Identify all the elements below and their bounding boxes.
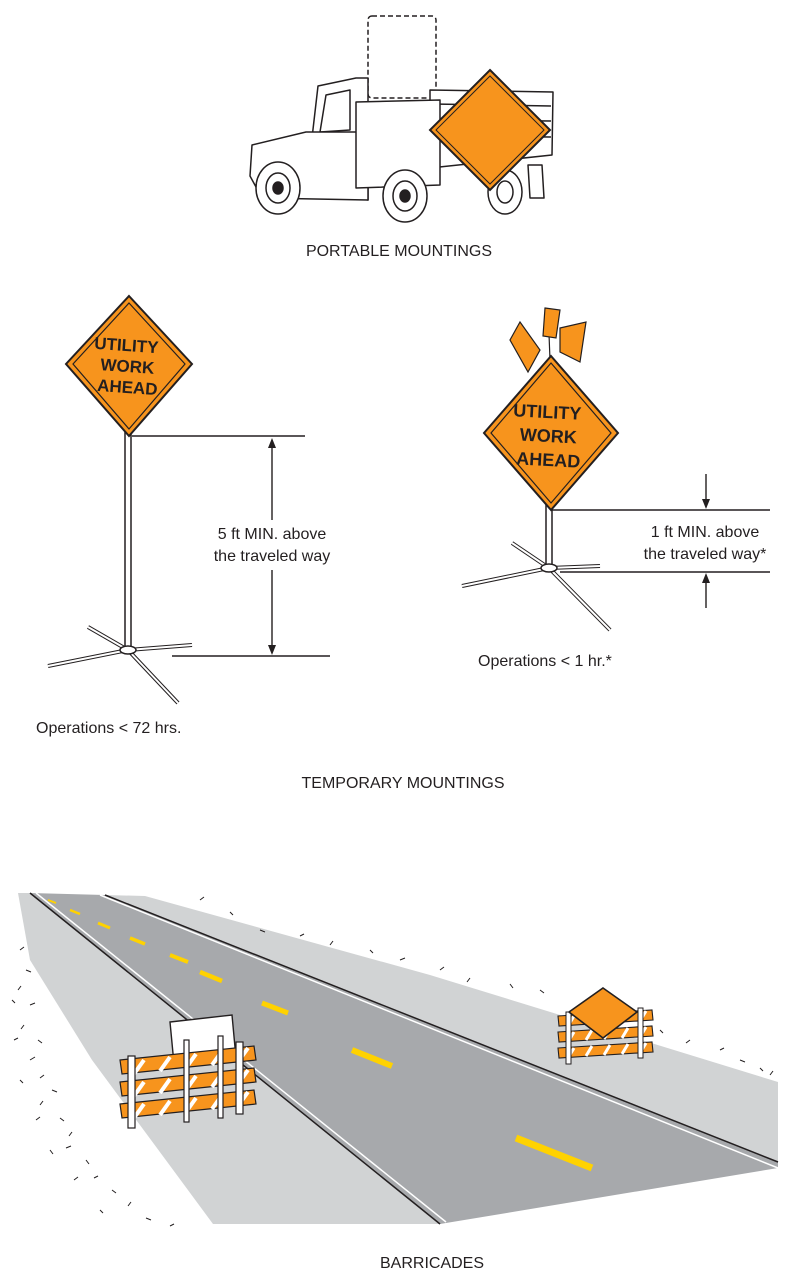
barricade-with-sign-icon [557, 987, 654, 1065]
right-operations-label: Operations < 1 hr.* [478, 653, 612, 670]
right-sign-line3: AHEAD [516, 448, 581, 471]
temporary-caption: TEMPORARY MOUNTINGS [302, 775, 505, 792]
flag-icon [509, 307, 587, 374]
left-height-dimension [132, 435, 330, 657]
left-sign-line3: AHEAD [97, 376, 159, 399]
left-diamond-sign: UTILITY WORK AHEAD [64, 294, 194, 438]
right-height-dimension [552, 474, 770, 608]
right-sign-stand [461, 499, 612, 632]
right-height-label-line1: 1 ft MIN. above [651, 524, 760, 541]
left-height-label-line2: the traveled way [214, 548, 331, 565]
left-sign-stand [47, 429, 193, 705]
barricades-caption: BARRICADES [380, 1255, 484, 1272]
barricade-icon [119, 1014, 257, 1129]
portable-caption: PORTABLE MOUNTINGS [306, 243, 492, 260]
left-sign-line2: WORK [100, 355, 156, 378]
left-sign-line1: UTILITY [94, 334, 160, 357]
diamond-sign-icon [428, 68, 552, 192]
right-diamond-sign: UTILITY WORK AHEAD [482, 354, 620, 512]
left-height-label-line1: 5 ft MIN. above [218, 526, 327, 543]
left-operations-label: Operations < 72 hrs. [36, 720, 181, 737]
right-sign-line2: WORK [519, 425, 577, 448]
right-sign-line1: UTILITY [513, 400, 582, 424]
right-height-label-line2: the traveled way* [644, 546, 767, 563]
